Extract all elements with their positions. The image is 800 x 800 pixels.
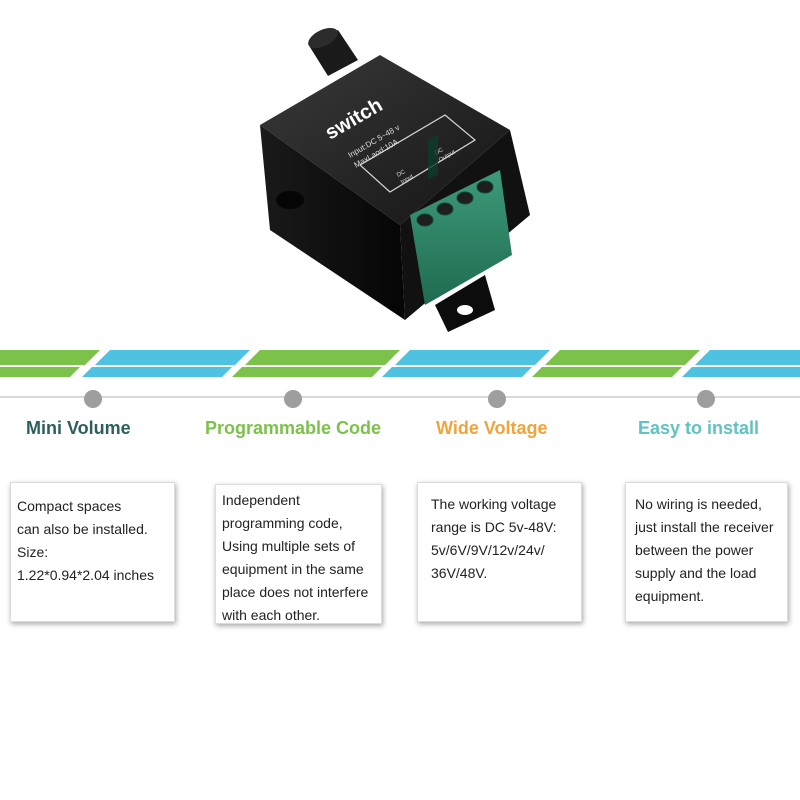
feature-box-easy-to-install: No wiring is needed, just install the re… [625, 482, 788, 622]
feature-title-wide-voltage: Wide Voltage [436, 418, 548, 438]
timeline-dot-4 [697, 390, 715, 408]
feature-text-line: 36V/48V. [431, 565, 488, 581]
timeline-dot-1 [84, 390, 102, 408]
terminal-dc-output-label: DC [434, 147, 445, 157]
feature-text-line: equipment in the same [222, 561, 364, 577]
timeline-dot-3 [488, 390, 506, 408]
feature-text-line: programming code, [222, 515, 343, 531]
wireless-switch-module-image: switch Input:DC 5~48 v MaxLaod:10A DC In… [260, 27, 530, 332]
feature-title-programmable-code: Programmable Code [205, 418, 382, 438]
feature-text-line: can also be installed. [17, 521, 148, 537]
feature-text-line: Using multiple sets of [222, 538, 356, 554]
label-panel [358, 114, 477, 193]
feature-text-line: range is DC 5v-48V: [431, 519, 557, 535]
side-hole [276, 191, 304, 209]
case-top-face [260, 55, 510, 225]
feature-text-line: The working voltage [431, 496, 557, 512]
feature-title-mini-volume: Mini Volume [26, 418, 131, 438]
terminal-block [410, 170, 512, 305]
feature-text-line: No wiring is needed, [635, 496, 762, 512]
feature-box-programmable-code: Independent programming code, Using mult… [215, 484, 382, 624]
feature-text-line: 1.22*0.94*2.04 inches [17, 567, 154, 583]
feature-text-line: Size: [17, 544, 49, 560]
feature-text-line: supply and the load [635, 565, 757, 581]
feature-box-wide-voltage: The working voltage range is DC 5v-48V: … [417, 482, 582, 622]
band-strips-bottom [0, 367, 800, 377]
feature-box-mini-volume: Compact spaces can also be installed. Si… [10, 482, 175, 622]
case-left-face [260, 125, 405, 320]
band-strips-top [0, 350, 800, 365]
feature-text-line: equipment. [635, 588, 705, 604]
feature-text-line: between the power [635, 542, 754, 558]
feature-text-line: 5v/6V/9V/12v/24v/ [431, 542, 545, 558]
terminal-slots [428, 134, 438, 180]
feature-text-line: with each other. [222, 607, 321, 623]
feature-text-line: Compact spaces [17, 498, 122, 514]
feature-title-easy-to-install: Easy to install [638, 418, 760, 438]
timeline-dot-2 [284, 390, 302, 408]
terminal-screws [416, 180, 494, 227]
mounting-ear [435, 275, 495, 332]
feature-text-line: Independent [222, 492, 300, 508]
feature-timeline-band [0, 350, 800, 408]
feature-text-line: place does not interfere [222, 584, 369, 600]
terminal-dc-input-label: DC [396, 169, 407, 179]
feature-text-line: just install the receiver [635, 519, 774, 535]
